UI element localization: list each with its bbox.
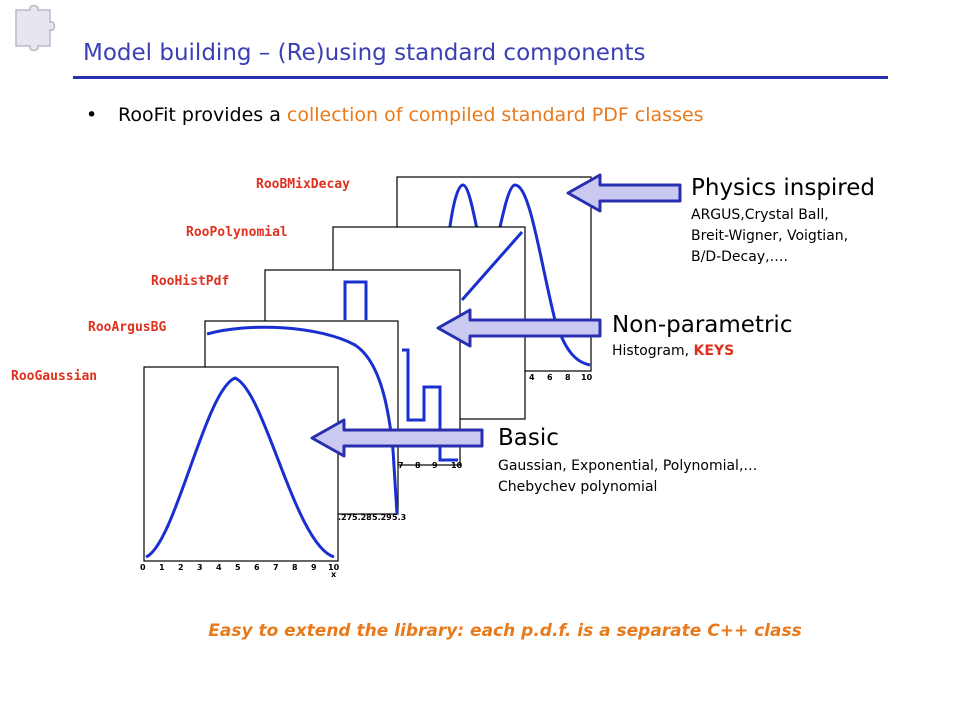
class-label-bmixdecay: RooBMixDecay: [256, 177, 350, 192]
polynomial-curve: [460, 231, 524, 301]
histpdf-curve: [343, 280, 458, 462]
hist-tick: 9: [432, 461, 438, 470]
argus-tick: 5.3: [392, 513, 406, 522]
arrow-nonparametric-icon: [436, 308, 602, 348]
gauss-tick: 2: [178, 563, 184, 572]
argus-curve: [206, 325, 399, 515]
gauss-tick: 8: [292, 563, 298, 572]
category-physics-line3: B/D-Decay,….: [691, 249, 789, 265]
category-basic-title: Basic: [498, 425, 559, 451]
category-nonparametric-line1: Histogram, KEYS: [612, 341, 792, 362]
arrow-physics-icon: [566, 173, 682, 213]
plot-gaussian: 0 1 2 3 4 5 6 7 8 9 10 x: [140, 366, 340, 579]
bullet-marker: •: [86, 104, 98, 126]
bmix-tick: 8: [565, 373, 571, 382]
gauss-tick: 7: [273, 563, 279, 572]
gauss-tick: 0: [140, 563, 146, 572]
bullet-prefix: RooFit provides a: [118, 104, 287, 126]
gauss-tick: 4: [216, 563, 222, 572]
category-physics: Physics inspired ARGUS,Crystal Ball, Bre…: [691, 175, 875, 268]
page-title: Model building – (Re)using standard comp…: [83, 40, 646, 66]
class-label-gaussian: RooGaussian: [11, 369, 98, 384]
gauss-tick: 9: [311, 563, 317, 572]
gaussian-curve: [145, 376, 335, 559]
category-nonparametric-title: Non-parametric: [612, 312, 793, 338]
hist-tick: 7: [398, 461, 404, 470]
category-basic-line2: Chebychev polynomial: [498, 479, 658, 495]
nonparametric-prefix: Histogram,: [612, 343, 694, 359]
bmix-tick: 6: [547, 373, 553, 382]
bmix-tick: 4: [529, 373, 535, 382]
category-basic: Basic Gaussian, Exponential, Polynomial,…: [498, 425, 757, 498]
class-label-polynomial: RooPolynomial: [186, 225, 288, 240]
gauss-tick: 1: [159, 563, 165, 572]
gauss-x-label: x: [331, 570, 337, 579]
hist-tick: 10: [451, 461, 463, 470]
bmix-axis-ticks: 4 6 8 10: [529, 373, 593, 382]
argus-tick: .27: [338, 513, 352, 522]
category-physics-title: Physics inspired: [691, 175, 876, 201]
argus-axis-ticks: .27 5.28 5.29 5.3: [338, 513, 406, 522]
gauss-tick: 3: [197, 563, 203, 572]
bullet-highlight: collection of compiled standard PDF clas…: [286, 104, 704, 126]
gaussian-axis-ticks: 0 1 2 3 4 5 6 7 8 9 10 x: [140, 563, 340, 579]
category-physics-line1: ARGUS,Crystal Ball,: [691, 207, 829, 223]
arrow-basic-icon: [310, 418, 484, 458]
category-nonparametric: Non-parametric Histogram, KEYS: [612, 312, 792, 362]
argus-tick: 5.28: [352, 513, 372, 522]
argus-tick: 5.29: [372, 513, 392, 522]
category-basic-line1: Gaussian, Exponential, Polynomial,…: [498, 458, 758, 474]
nonparametric-keys: KEYS: [693, 343, 735, 359]
class-label-histpdf: RooHistPdf: [151, 274, 230, 289]
class-label-argusbg: RooArgusBG: [88, 320, 167, 335]
histpdf-axis-ticks: 7 8 9 10: [398, 461, 463, 470]
bmix-tick: 10: [581, 373, 593, 382]
gauss-tick: 10: [328, 563, 340, 572]
bullet-text: RooFit provides a collection of compiled…: [118, 104, 704, 126]
hist-tick: 8: [415, 461, 421, 470]
title-underline: [73, 76, 888, 79]
puzzle-piece-icon: [15, 4, 56, 52]
gauss-tick: 5: [235, 563, 241, 572]
footer-note: Easy to extend the library: each p.d.f. …: [208, 621, 802, 641]
gauss-tick: 6: [254, 563, 260, 572]
category-physics-line2: Breit-Wigner, Voigtian,: [691, 228, 849, 244]
